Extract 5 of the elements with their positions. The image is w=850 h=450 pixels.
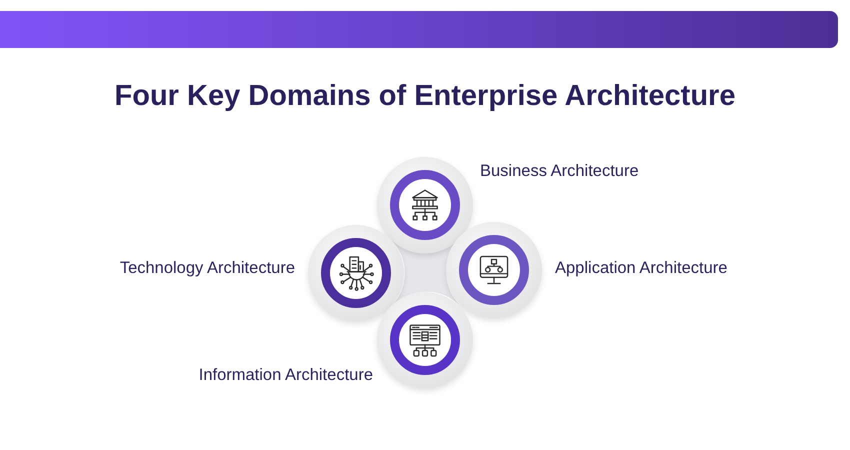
- domain-label: Application Architecture: [555, 258, 728, 279]
- domain-label: Technology Architecture: [118, 258, 295, 279]
- domain-label: Information Architecture: [198, 365, 373, 386]
- diagram-title: Four Key Domains of Enterprise Architecture: [114, 80, 736, 113]
- domain-label: Business Architecture: [480, 161, 640, 182]
